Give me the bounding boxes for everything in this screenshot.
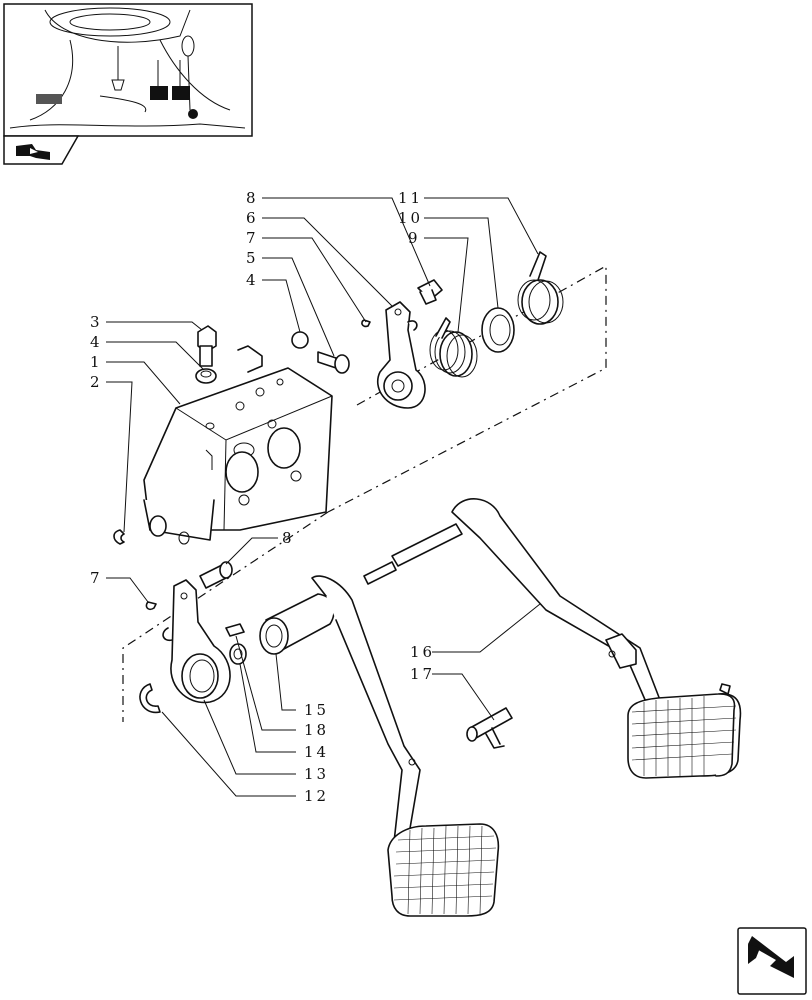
part-8-pin-lower bbox=[199, 561, 233, 589]
callout-12: 12 bbox=[304, 787, 329, 805]
part-11-spring bbox=[517, 251, 564, 325]
part-16-pedal-rear bbox=[363, 498, 742, 779]
section-tab bbox=[3, 135, 80, 165]
location-thumbnail bbox=[3, 3, 253, 137]
callout-15: 15 bbox=[304, 701, 329, 719]
callout-4-upper: 4 bbox=[246, 271, 259, 289]
part-10-ring bbox=[481, 307, 515, 353]
callout-13: 13 bbox=[304, 765, 329, 783]
callout-16: 16 bbox=[410, 643, 435, 661]
callout-14: 14 bbox=[304, 743, 329, 761]
part-12-circlip bbox=[139, 683, 161, 714]
part-1-bracket bbox=[143, 345, 333, 545]
callout-5: 5 bbox=[246, 249, 259, 267]
callout-17: 17 bbox=[410, 665, 435, 683]
callout-9: 9 bbox=[408, 229, 421, 247]
part-2-circlip bbox=[113, 529, 125, 545]
part-13-lever bbox=[162, 579, 231, 704]
part-18-key bbox=[225, 623, 245, 637]
part-14-spacer bbox=[229, 643, 247, 665]
callout-8-upper: 8 bbox=[246, 189, 259, 207]
part-7-clip-upper bbox=[361, 319, 371, 328]
callout-8-lower: 8 bbox=[282, 529, 295, 547]
callout-labels: 8 6 7 5 4 3 4 1 2 11 10 9 8 7 16 17 15 1… bbox=[90, 189, 435, 805]
part-7-clip-lower bbox=[145, 601, 157, 611]
part-17-pin bbox=[466, 707, 513, 749]
part-4-washer-upper bbox=[291, 331, 309, 349]
part-4-washer-left bbox=[195, 368, 217, 384]
part-15-pedal-front bbox=[259, 575, 500, 917]
callout-18: 18 bbox=[304, 721, 329, 739]
part-5-bolt bbox=[317, 351, 350, 374]
callout-4-left: 4 bbox=[90, 333, 103, 351]
callout-1: 1 bbox=[90, 353, 103, 371]
section-arrow-icon bbox=[16, 144, 50, 160]
callout-3: 3 bbox=[90, 313, 103, 331]
part-9-spring bbox=[429, 317, 478, 378]
part-3-bolt bbox=[197, 325, 217, 367]
callout-7-lower: 7 bbox=[90, 569, 103, 587]
part-8-pin-upper bbox=[417, 279, 443, 305]
part-6-lever-upper bbox=[376, 301, 426, 409]
callout-6: 6 bbox=[246, 209, 259, 227]
leader-lines bbox=[106, 197, 541, 797]
callout-11: 11 bbox=[398, 189, 423, 207]
callout-10: 10 bbox=[398, 209, 423, 227]
callout-7-upper: 7 bbox=[246, 229, 259, 247]
callout-2: 2 bbox=[90, 373, 103, 391]
return-arrow-icon[interactable] bbox=[737, 927, 807, 995]
